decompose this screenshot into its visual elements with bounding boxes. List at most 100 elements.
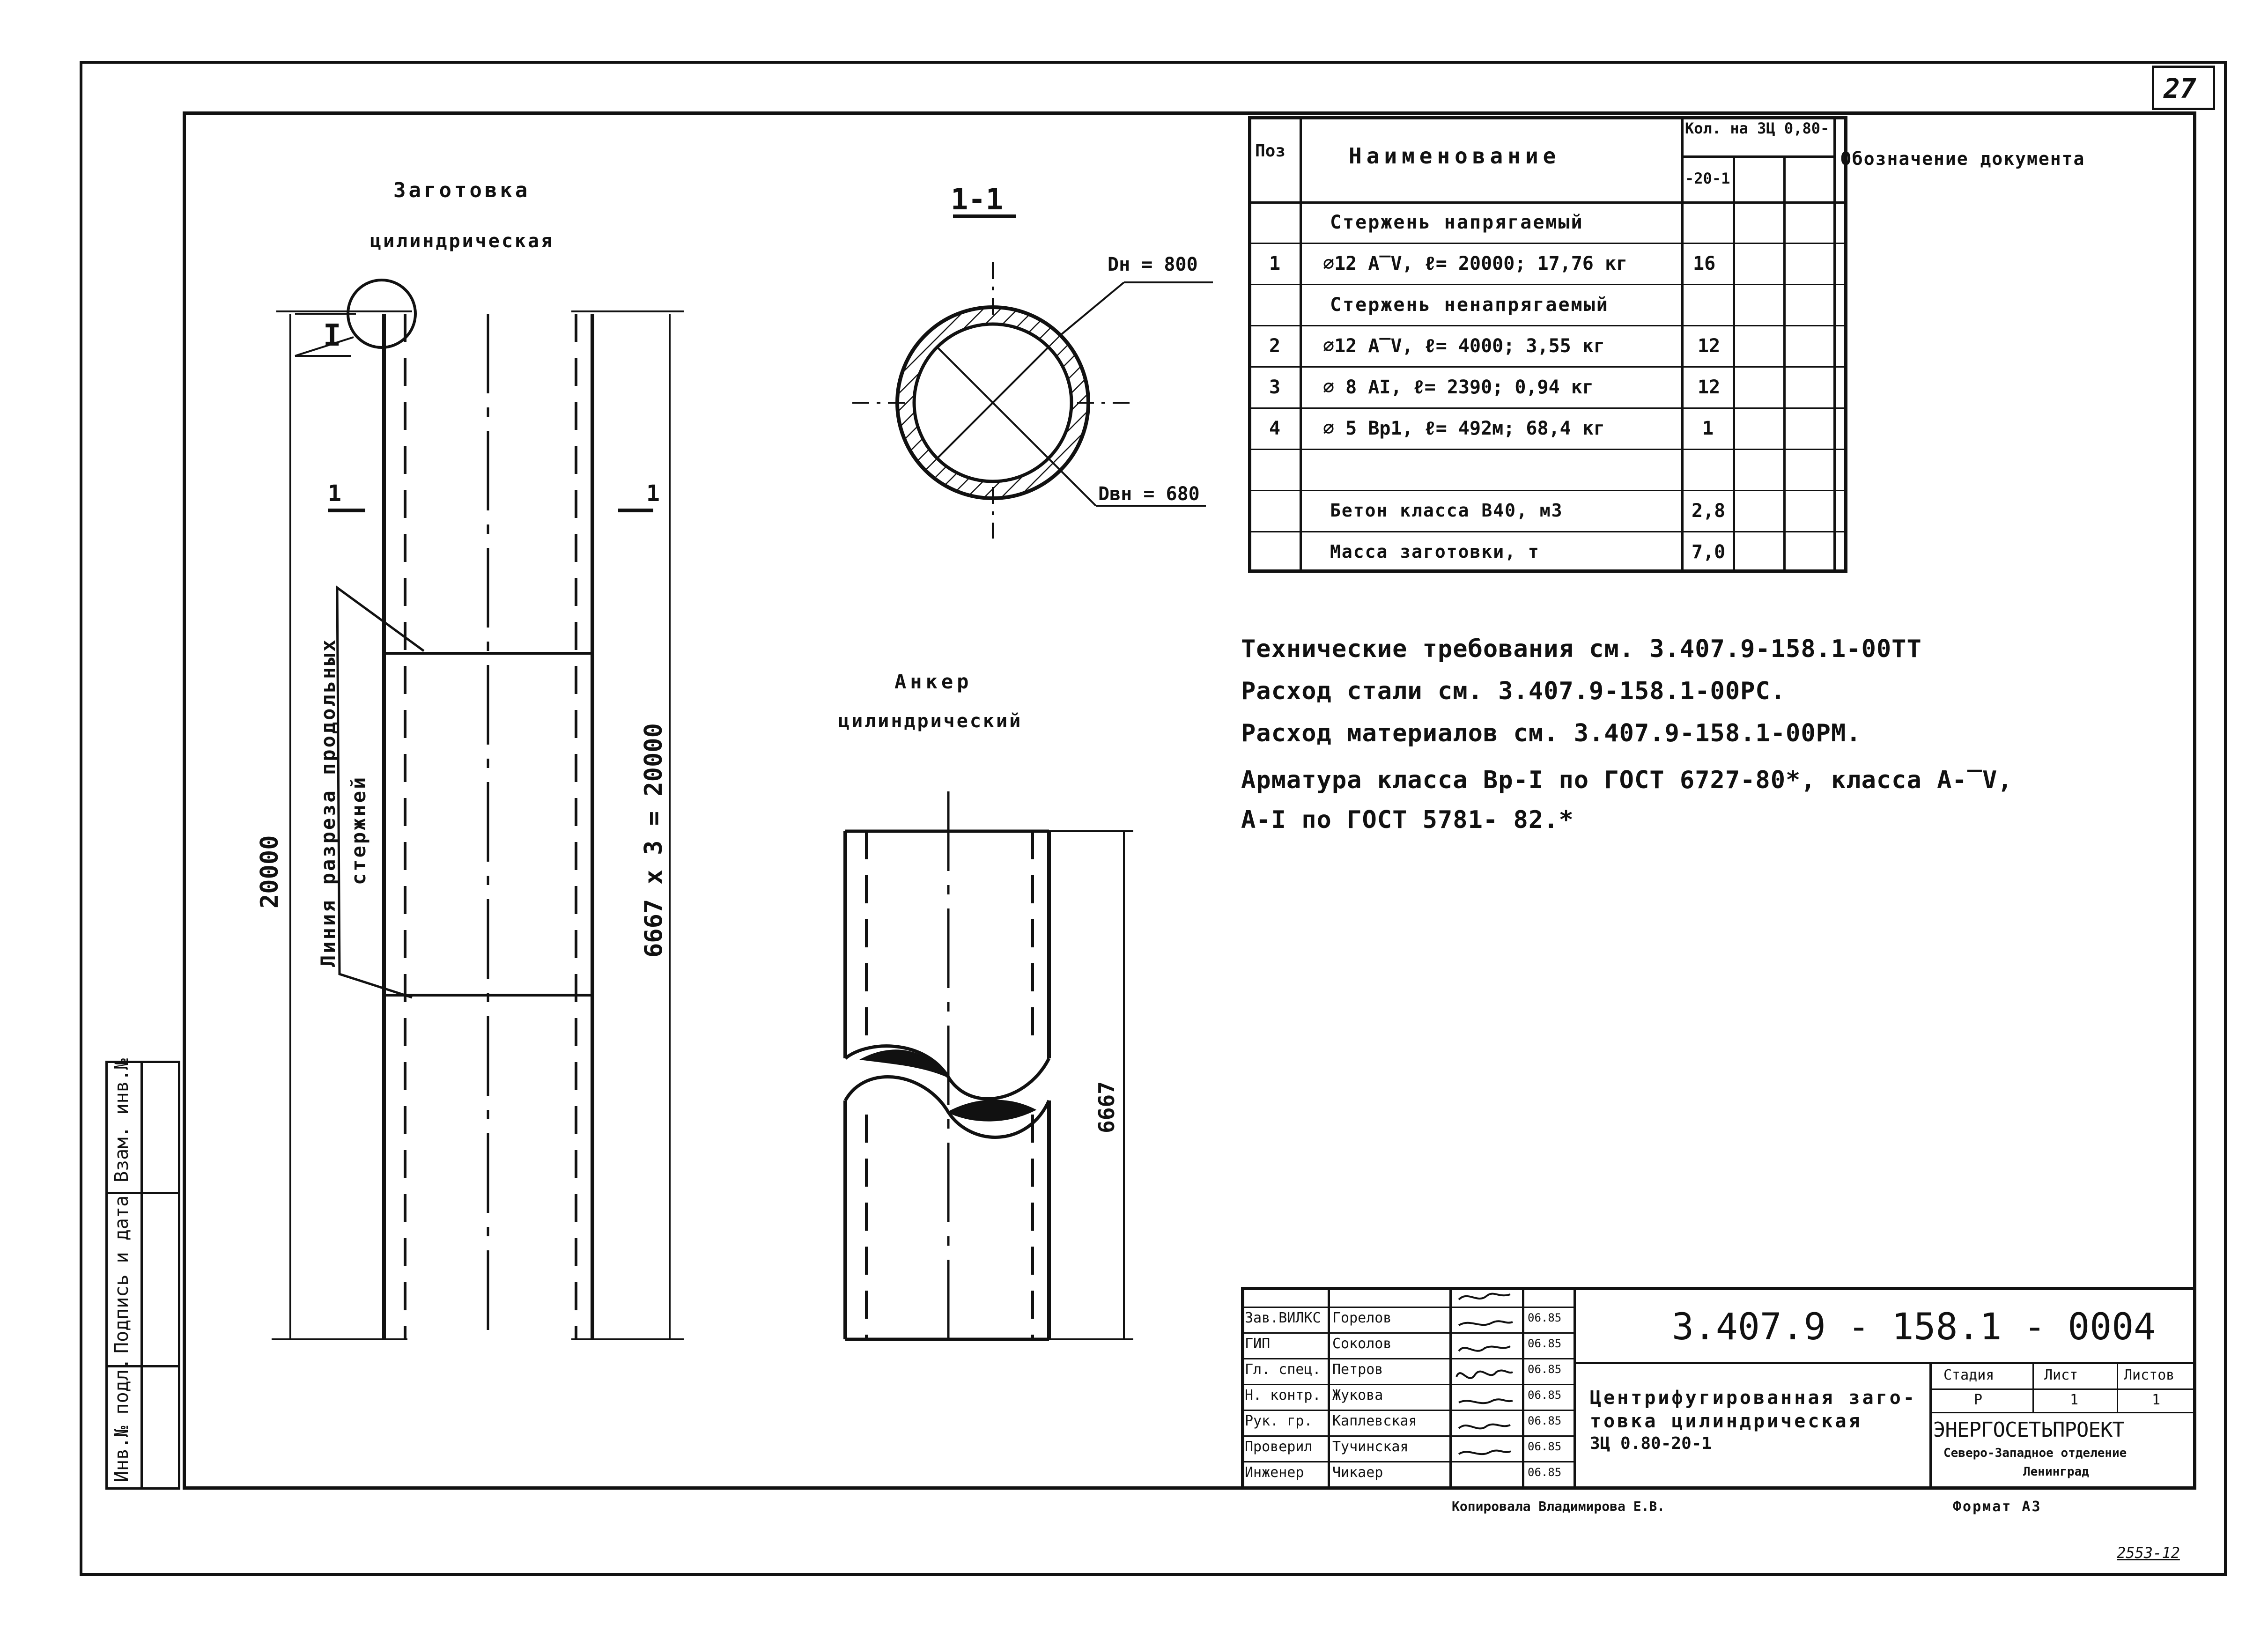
- billet-section-mark-left: 1: [328, 480, 341, 507]
- spec-header-name: Наименование: [1349, 143, 1561, 169]
- stage-value: Р: [1974, 1392, 1983, 1408]
- spec-row-line: [1248, 449, 1847, 450]
- spec-row-line: [1248, 284, 1847, 285]
- signature: [1458, 1320, 1513, 1326]
- note-line: А-I по ГОСТ 5781- 82.*: [1241, 806, 1574, 834]
- spec-col-line: [1833, 116, 1836, 573]
- spec-col-line: [1783, 157, 1786, 573]
- billet-title: Заготовка: [393, 178, 531, 202]
- spec-row-qty: 12: [1698, 377, 1721, 398]
- person-role: ГИП: [1245, 1336, 1271, 1352]
- billet-subtitle: цилиндрическая: [370, 230, 554, 252]
- title-line: [1929, 1412, 2196, 1413]
- anchor-view: [843, 791, 1133, 1344]
- person-role: Гл. спец.: [1245, 1361, 1321, 1378]
- side-stamp-row-line: [105, 1365, 180, 1367]
- spec-row-line: [1248, 366, 1847, 368]
- people-row-line: [1241, 1410, 1574, 1411]
- person-role: Н. контр.: [1245, 1387, 1321, 1403]
- spec-header-qty-sub: -20-1: [1685, 170, 1730, 187]
- people-row-line: [1241, 1435, 1574, 1437]
- spec-row-pos: 4: [1269, 418, 1281, 439]
- spec-row-name: ⌀12 А‾V, ℓ= 20000; 17,76 кг: [1323, 253, 1628, 274]
- page-number-box: [2152, 66, 2215, 110]
- section-title: 1-1: [951, 182, 1003, 216]
- spec-row-name: Стержень напрягаемый: [1330, 212, 1584, 233]
- person-date: 06.85: [1528, 1466, 1562, 1479]
- spec-header-doc: Обозначение документа: [1840, 148, 2085, 169]
- people-row-line: [1241, 1358, 1574, 1359]
- person-date: 06.85: [1528, 1440, 1562, 1453]
- person-name: Жукова: [1332, 1387, 1383, 1403]
- page-number: 27: [2164, 73, 2196, 104]
- org-name: ЭНЕРГОСЕТЬПРОЕКТ: [1933, 1418, 2125, 1442]
- title-block-frame: [1241, 1287, 2196, 1490]
- section-outer-diameter: Dн = 800: [1108, 254, 1198, 275]
- spec-row-qty: 2,8: [1692, 500, 1726, 522]
- sheets-label: Листов: [2124, 1367, 2175, 1383]
- spec-col-line: [1733, 157, 1735, 573]
- outer-frame: [80, 61, 2227, 1576]
- doc-code: 3.407.9 - 158.1 - 0004: [1672, 1306, 2156, 1348]
- title-col-line: [1522, 1287, 1524, 1490]
- spec-row-name: Масса заготовки, т: [1330, 541, 1540, 562]
- person-date: 06.85: [1528, 1414, 1562, 1427]
- spec-row-name: ⌀12 А‾V, ℓ= 4000; 3,55 кг: [1323, 335, 1605, 357]
- doc-description: Центрифугированная заго-: [1590, 1387, 1917, 1409]
- person-date: 06.85: [1528, 1388, 1562, 1402]
- person-name: Петров: [1332, 1361, 1383, 1378]
- billet-node-label: I: [323, 318, 341, 353]
- spec-row-line: [1248, 407, 1847, 409]
- section-1-1-view: [852, 214, 1213, 539]
- spec-row-pos: 2: [1269, 335, 1281, 357]
- spec-row-qty: 16: [1693, 253, 1716, 274]
- note-line: Технические требования см. 3.407.9-158.1…: [1241, 635, 1922, 663]
- spec-col-line: [1681, 116, 1684, 573]
- spec-row-qty: 12: [1698, 335, 1721, 357]
- signature: [1458, 1449, 1511, 1455]
- doc-description-3: ЗЦ 0.80-20-1: [1590, 1434, 1712, 1453]
- spec-col-line: [1300, 116, 1302, 573]
- sheet-label: Лист: [2044, 1367, 2078, 1383]
- person-name: Соколов: [1332, 1336, 1392, 1352]
- spec-row-pos: 1: [1269, 253, 1281, 274]
- side-stamp: [105, 1061, 180, 1490]
- title-col-line: [1328, 1287, 1330, 1490]
- person-role: Зав.ВИЛКС: [1245, 1310, 1321, 1326]
- title-line: [1574, 1362, 2196, 1364]
- billet-view: [272, 279, 684, 1340]
- person-name: Горелов: [1332, 1310, 1392, 1326]
- person-role: Проверил: [1245, 1439, 1313, 1455]
- inner-frame: [183, 111, 2196, 1490]
- person-date: 06.85: [1528, 1363, 1562, 1376]
- signature: [1458, 1345, 1511, 1352]
- title-col-line: [2117, 1362, 2118, 1412]
- person-role: Рук. гр.: [1245, 1413, 1313, 1429]
- spec-row-qty: 1: [1702, 418, 1714, 439]
- person-name: Тучинская: [1332, 1439, 1409, 1455]
- signature: [1458, 1398, 1513, 1404]
- title-col-line: [1574, 1287, 1576, 1490]
- spec-row-pos: 3: [1269, 377, 1281, 398]
- anchor-subtitle: цилиндрический: [838, 710, 1023, 732]
- person-role: Инженер: [1245, 1464, 1304, 1481]
- title-col-line: [2032, 1362, 2034, 1412]
- spec-row-line: [1248, 325, 1847, 326]
- anchor-title: Анкер: [894, 670, 973, 693]
- people-row-line: [1241, 1307, 1574, 1308]
- note-line: Расход материалов см. 3.407.9-158.1-00РМ…: [1241, 719, 1862, 747]
- title-col-line: [1929, 1362, 1932, 1490]
- people-row-line: [1241, 1332, 1574, 1334]
- org-branch-2: Ленинград: [2023, 1465, 2089, 1479]
- title-line: [1929, 1388, 2196, 1390]
- people-row-line: [1241, 1384, 1574, 1385]
- billet-section-mark-right: 1: [646, 480, 660, 507]
- spec-row-name: ⌀ 5 Вр1, ℓ= 492м; 68,4 кг: [1323, 418, 1605, 439]
- spec-row-line: [1248, 490, 1847, 491]
- person-name: Каплевская: [1332, 1413, 1417, 1429]
- stage-label: Стадия: [1943, 1367, 1995, 1383]
- spec-header-qty: Кол. на ЗЦ 0,80-: [1685, 119, 1830, 137]
